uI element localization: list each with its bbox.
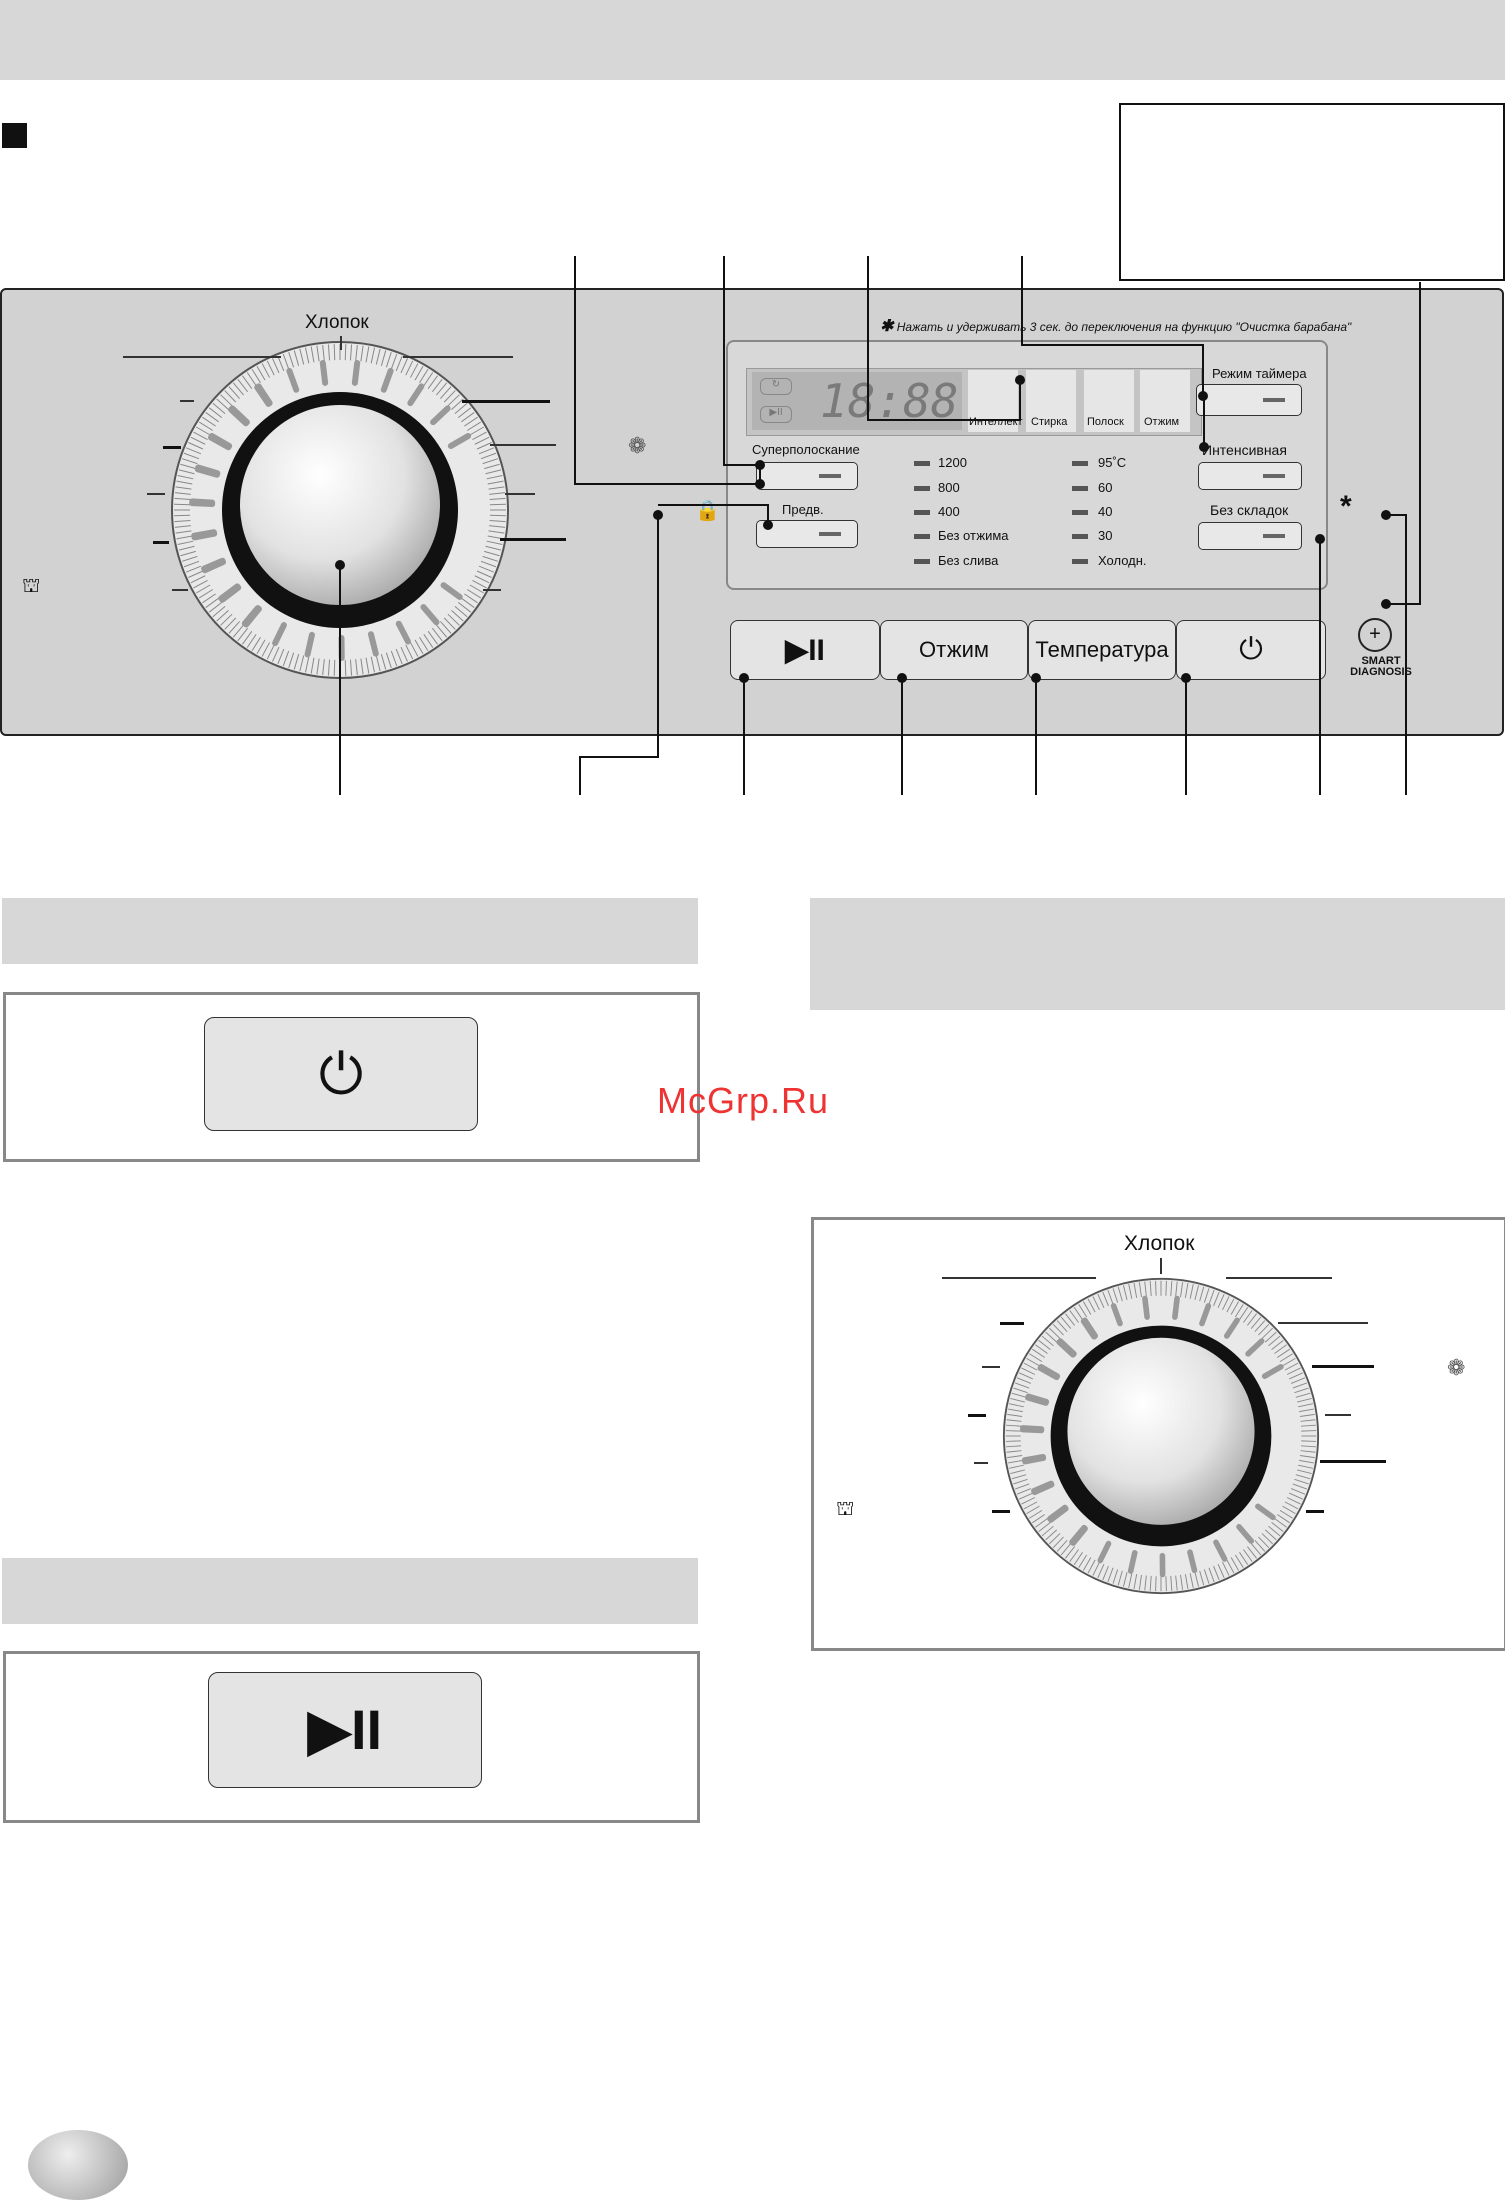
spin-led xyxy=(914,486,930,491)
dial-guide xyxy=(403,356,513,358)
intensive-label: Интенсивная xyxy=(1202,442,1287,458)
square-bullet-icon xyxy=(2,123,27,148)
page-number-badge xyxy=(28,2130,128,2200)
rinse-spin-icon: ↻ xyxy=(760,378,792,395)
section-header-bar xyxy=(2,898,698,964)
stage-label-rinse: Полоск xyxy=(1087,416,1124,428)
smart-diagnosis-icon[interactable]: + xyxy=(1358,618,1392,652)
dial-guide xyxy=(1278,1322,1368,1324)
star-mark: * xyxy=(1340,490,1352,523)
dial-guide xyxy=(180,400,194,402)
watermark: McGrp.Ru xyxy=(657,1080,830,1121)
dial-guide xyxy=(974,1462,988,1464)
dial-indicator-line xyxy=(340,336,342,350)
spin-option: 800 xyxy=(938,480,960,495)
spin-led xyxy=(914,559,930,564)
temp-option: 40 xyxy=(1098,504,1113,519)
temp-option: 95˚C xyxy=(1098,455,1127,470)
dial-guide xyxy=(942,1277,1096,1279)
dial-guide xyxy=(1306,1510,1324,1513)
prewash-button[interactable] xyxy=(756,520,858,548)
smart-diagnosis-label: SMART DIAGNOSIS xyxy=(1350,655,1412,678)
dial-guide xyxy=(1312,1365,1374,1368)
play-pause-small-icon: ▶II xyxy=(760,406,792,423)
intensive-button[interactable] xyxy=(1198,462,1302,490)
dial-guide xyxy=(505,493,535,495)
dial-guide xyxy=(172,589,188,591)
dial-label-cotton: Хлопок xyxy=(305,312,369,333)
dial-guide xyxy=(163,446,181,449)
dial-guide xyxy=(462,400,550,403)
dial-figure-label: Хлопок xyxy=(1124,1232,1195,1255)
temp-led xyxy=(1072,510,1088,515)
dial-guide xyxy=(968,1414,986,1417)
dial-guide xyxy=(992,1510,1010,1513)
spin-button[interactable]: Отжим xyxy=(880,620,1028,680)
superrinse-label: Суперполоскание xyxy=(752,442,860,457)
dial-guide xyxy=(123,356,281,358)
dial-guide xyxy=(1000,1322,1024,1325)
shirt-icon: ⛫ xyxy=(22,575,41,597)
prewash-label: Предв. xyxy=(782,502,824,517)
dial-figure-indicator xyxy=(1160,1258,1162,1274)
dial-guide xyxy=(483,589,501,591)
spin-option: Без слива xyxy=(938,553,999,568)
dial-guide xyxy=(153,541,169,544)
dial-guide xyxy=(1320,1460,1386,1463)
stage-box xyxy=(1140,370,1190,432)
wool-icon: ❁ xyxy=(1447,1355,1466,1380)
temp-led xyxy=(1072,534,1088,539)
power-button[interactable]: ⏻ xyxy=(1176,620,1326,680)
note-box xyxy=(1119,103,1505,281)
dial-guide xyxy=(490,444,556,446)
stage-box xyxy=(1084,370,1134,432)
temp-led xyxy=(1072,559,1088,564)
start-pause-illustration: ▶II xyxy=(208,1672,482,1788)
callout-lines xyxy=(335,256,1421,795)
spin-led xyxy=(914,510,930,515)
start-pause-button[interactable]: ▶II xyxy=(730,620,880,680)
power-button-illustration: ⏻ xyxy=(204,1017,478,1131)
temp-led xyxy=(1072,461,1088,466)
dial-guide xyxy=(147,493,165,495)
temp-option: 60 xyxy=(1098,480,1113,495)
dial-guide xyxy=(500,538,566,541)
superrinse-button[interactable] xyxy=(756,462,858,490)
crease-button[interactable] xyxy=(1198,522,1302,550)
timer-button[interactable] xyxy=(1196,384,1302,416)
spin-option: 400 xyxy=(938,504,960,519)
wool-icon: ❁ xyxy=(628,433,647,458)
timer-label: Режим таймера xyxy=(1212,366,1307,381)
stage-box xyxy=(968,370,1018,432)
dial-guide xyxy=(982,1366,1000,1368)
program-dial-figure xyxy=(1002,1277,1320,1595)
spin-led xyxy=(914,534,930,539)
spin-led xyxy=(914,461,930,466)
dial-guide xyxy=(1325,1414,1351,1416)
temp-option: 30 xyxy=(1098,528,1113,543)
stage-label-wash: Стирка xyxy=(1031,416,1068,428)
crease-label: Без складок xyxy=(1210,502,1289,518)
section-header-bar xyxy=(810,898,1505,1010)
shirt-icon: ⛫ xyxy=(836,1498,855,1520)
header-bar xyxy=(0,0,1505,80)
spin-option: 1200 xyxy=(938,455,967,470)
spin-option: Без отжима xyxy=(938,528,1009,543)
temperature-button[interactable]: Температура xyxy=(1028,620,1176,680)
stage-box xyxy=(1026,370,1076,432)
dial-guide xyxy=(1226,1277,1332,1279)
section-header-bar xyxy=(2,1558,698,1624)
drum-clean-hint: ✱ Нажать и удерживать 3 сек. до переключ… xyxy=(880,318,1352,335)
temp-option: Холодн. xyxy=(1098,553,1147,568)
temp-led xyxy=(1072,486,1088,491)
stage-label-spin: Отжим xyxy=(1144,416,1180,428)
